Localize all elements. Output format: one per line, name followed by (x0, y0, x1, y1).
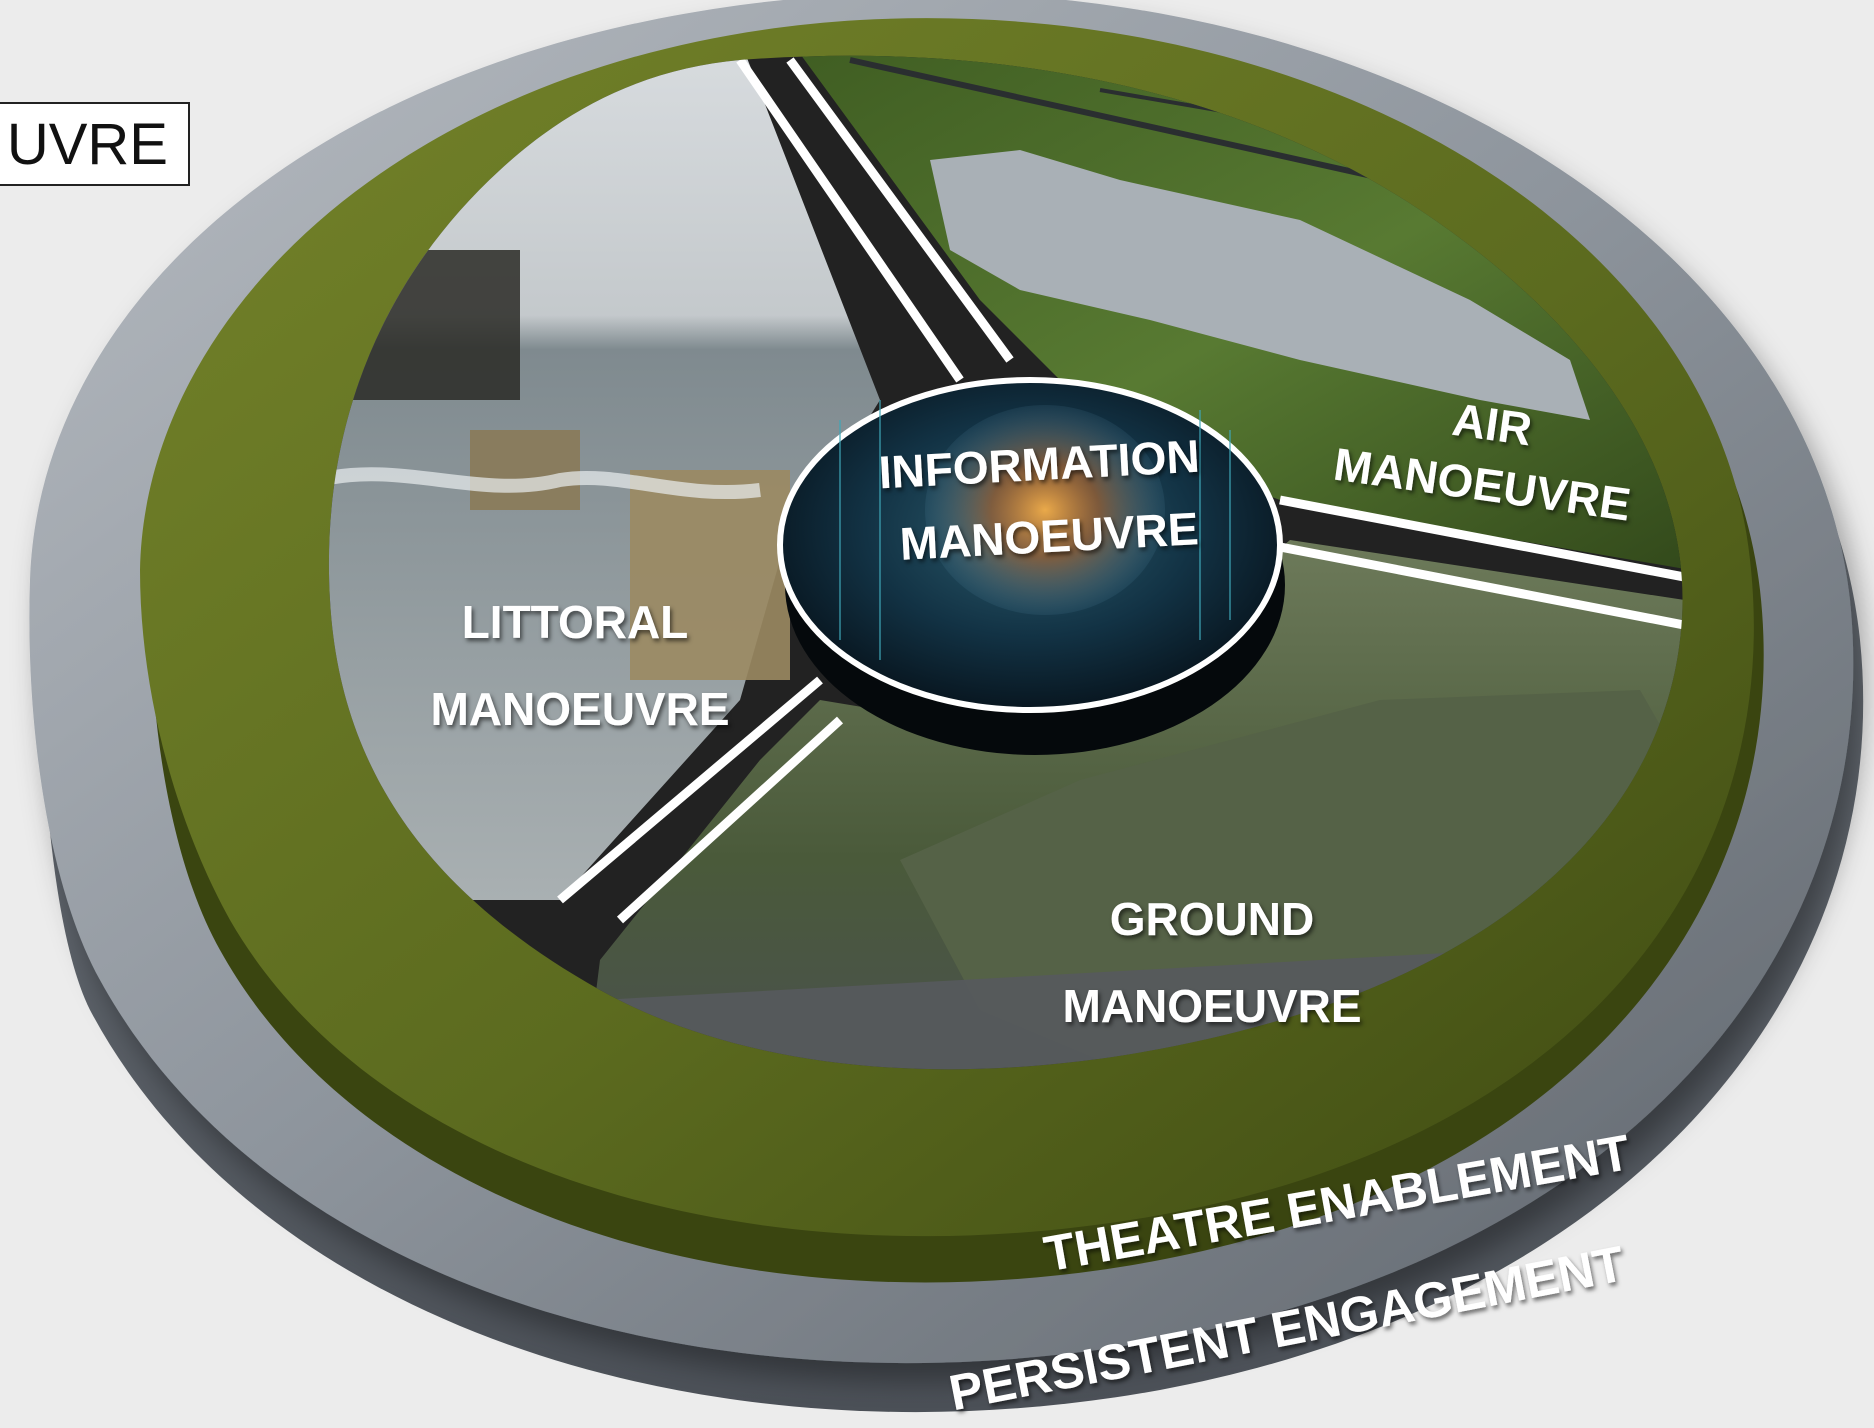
segment-dividers (557, 57, 1683, 924)
wave-foam (328, 467, 761, 500)
photo-well (328, 55, 1683, 1070)
littoral-segment (328, 55, 880, 900)
brain-icon (925, 405, 1165, 615)
divider-air-ground (1279, 495, 1683, 585)
divider-littoral-air (736, 57, 964, 383)
ground-label-line2: MANOEUVRE (1062, 980, 1361, 1032)
header-text: UVRE (6, 111, 168, 177)
divider-air-ground-2 (1269, 540, 1683, 635)
amphibious-vehicle-shape (470, 430, 580, 510)
ground-label-line1: GROUND (1110, 893, 1314, 945)
information-disc (777, 377, 1285, 755)
air-label-line1: AIR (1449, 393, 1535, 456)
amphibious-vehicle-large-shape (630, 470, 790, 680)
helicopter-shape (930, 150, 1590, 420)
header-box: UVRE (0, 102, 190, 186)
divider-littoral-air-2 (786, 57, 1014, 363)
littoral-label-line2: MANOEUVRE (430, 683, 729, 735)
data-streams (839, 400, 1231, 660)
divider-littoral-ground-2 (616, 716, 844, 924)
littoral-label-line1: LITTORAL (462, 596, 689, 648)
divider-littoral-ground (557, 676, 823, 904)
